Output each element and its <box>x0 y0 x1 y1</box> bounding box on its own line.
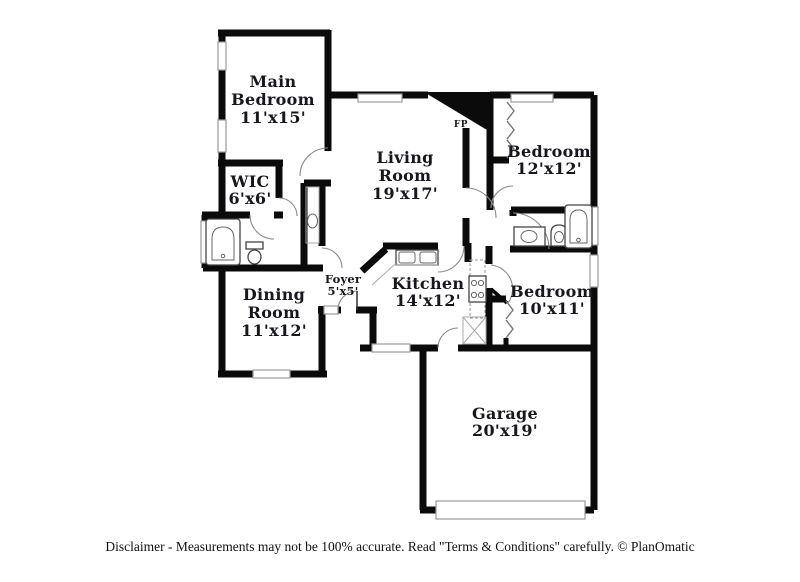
garage-entry-door-swing-icon <box>437 327 459 349</box>
window <box>357 93 403 103</box>
room-name: Room <box>248 303 301 322</box>
room-label-bedroom3: Bedroom 10'x11' <box>510 282 594 318</box>
door-swing-icon <box>490 264 514 304</box>
kitchen-counter <box>371 264 438 286</box>
window <box>252 369 291 379</box>
room-name: Bedroom <box>507 142 591 161</box>
room-label-dining-room: Dining Room 11'x12' <box>241 285 307 340</box>
window <box>323 305 339 315</box>
bath-door-swing-icon <box>512 212 550 250</box>
room-name: Foyer <box>325 272 362 286</box>
bathtub-icon <box>205 218 241 266</box>
bifold-closet-doors-icon <box>506 101 515 159</box>
door-swing-icon <box>490 185 514 209</box>
window <box>217 41 227 71</box>
room-dims: 6'x6' <box>228 189 271 208</box>
room-name: Bedroom <box>231 90 315 109</box>
kitchen-sink-icon <box>395 249 439 266</box>
room-label-garage: Garage 20'x19' <box>472 404 538 440</box>
room-dims: 19'x17' <box>372 184 438 203</box>
bathtub-icon <box>564 204 593 249</box>
room-name: Bedroom <box>510 282 594 301</box>
room-dims: 10'x11' <box>519 299 585 318</box>
room-label-kitchen: Kitchen 14'x12' <box>392 274 465 310</box>
room-name: Garage <box>472 404 538 423</box>
water-heater-icon <box>462 316 487 345</box>
fireplace-label: FP <box>454 120 468 130</box>
room-label-living-room: Living Room 19'x17' <box>372 148 438 203</box>
sink-icon <box>305 186 320 244</box>
room-label-wic: WIC 6'x6' <box>228 172 271 208</box>
room-label-foyer: Foyer 5'x5' <box>325 272 362 298</box>
hall-door-swing-icon <box>465 187 497 219</box>
door-swing-icon <box>249 214 275 240</box>
room-label-bedroom2: Bedroom 12'x12' <box>507 142 591 178</box>
room-dims: 20'x19' <box>472 421 538 440</box>
room-dims: 5'x5' <box>328 284 359 298</box>
garage-door <box>435 500 586 520</box>
window <box>371 343 411 353</box>
stove-icon <box>468 275 487 303</box>
room-dims: 14'x12' <box>395 291 461 310</box>
fireplace-icon <box>424 92 492 133</box>
door-swing-icon <box>437 245 465 273</box>
room-label-main-bedroom: Main Bedroom 11'x15' <box>231 72 315 127</box>
window <box>510 93 554 103</box>
room-name: Room <box>379 166 432 185</box>
closets <box>505 101 515 339</box>
room-name: Kitchen <box>392 274 465 293</box>
room-dims: 11'x15' <box>240 108 306 127</box>
sink-icon <box>513 226 546 247</box>
fixtures <box>205 186 593 345</box>
doors <box>249 147 550 349</box>
door-swing-icon <box>299 147 329 177</box>
door-swing-icon <box>278 197 298 217</box>
window <box>217 119 227 153</box>
toilet-icon <box>245 241 264 265</box>
disclaimer-text: Disclaimer - Measurements may not be 100… <box>105 539 694 554</box>
door-swing-icon <box>321 247 343 269</box>
bifold-closet-doors-icon <box>505 300 514 339</box>
room-name: WIC <box>229 172 269 191</box>
room-name: Living <box>376 148 433 167</box>
room-name: Dining <box>243 285 305 304</box>
front-door-swing-icon <box>337 290 358 311</box>
room-dims: 12'x12' <box>516 159 582 178</box>
room-name: Main <box>250 72 297 91</box>
window <box>589 254 599 288</box>
room-dims: 11'x12' <box>241 321 307 340</box>
door-leaf <box>489 287 509 305</box>
